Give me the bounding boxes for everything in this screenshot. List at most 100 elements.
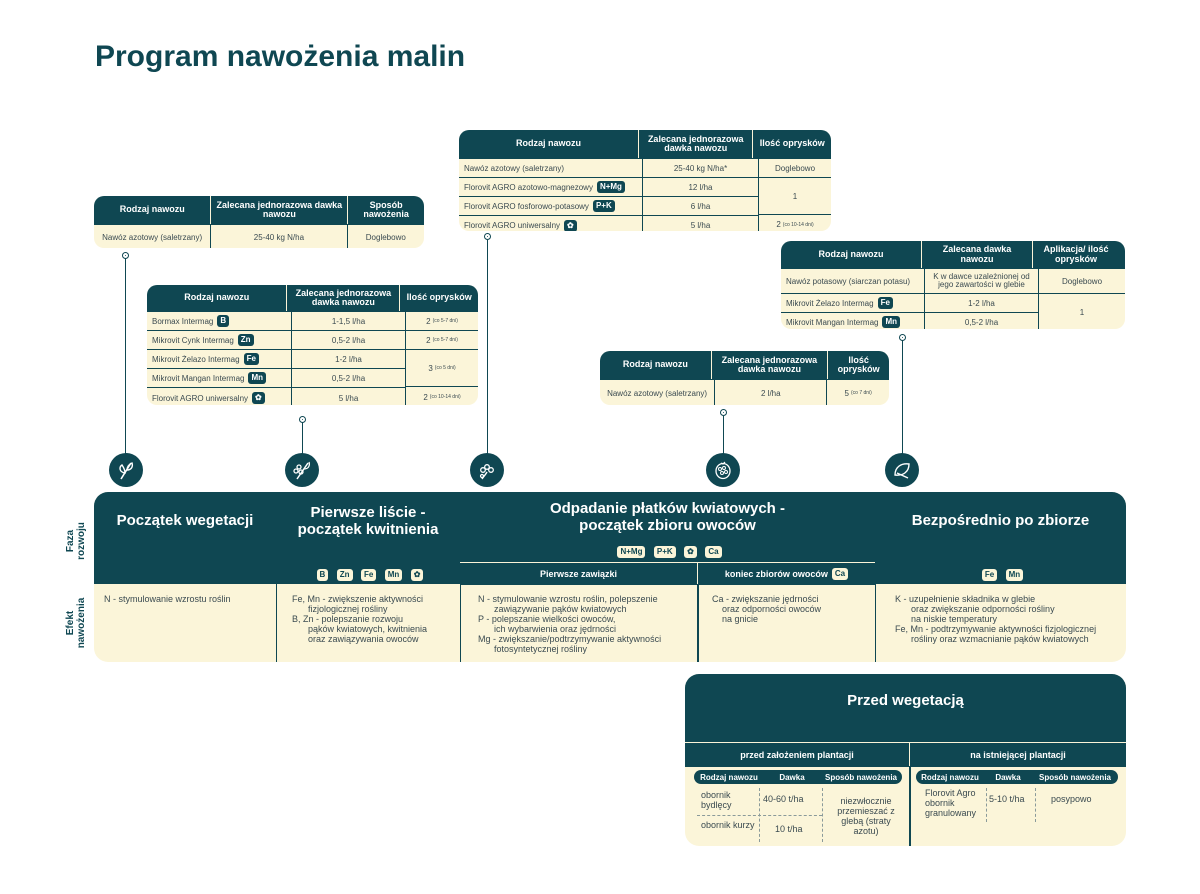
column-header: Ilość oprysków [759, 138, 825, 149]
fertilizer-dose: 5-10 t/ha [989, 794, 1025, 804]
element-badge: Mn [384, 569, 403, 581]
fertilizer-method: posypowo [1051, 794, 1092, 804]
fertilizer-table-first-leaves: Rodzaj nawozu Zalecana jednorazowa dawka… [147, 285, 478, 405]
column-header: Rodzaj nawozu [600, 351, 712, 379]
phase-post-harvest: Bezpośrednio po zbiorze Fe Mn K - uzupeł… [875, 492, 1126, 662]
column-header: Aplikacja/ ilość oprysków [1043, 244, 1109, 264]
column-header: Rodzaj nawozu [94, 196, 212, 224]
side-label-phase: Faza rozwoju [65, 522, 87, 560]
connector-line [723, 416, 724, 456]
element-badge: Fe [360, 569, 377, 581]
table-row: Florovit AGRO uniwersalny✿ [147, 387, 292, 405]
column-header: Sposób nawożenia [363, 199, 409, 219]
raspberry-icon [706, 453, 740, 487]
element-badge: Fe [981, 569, 998, 581]
table-row: Nawóz potasowy (siarczan potasu) [781, 268, 925, 293]
element-badge: N+Mg [617, 546, 646, 558]
flower-icon [470, 453, 504, 487]
element-badge: Zn [336, 569, 353, 581]
table-row: Nawóz azotowy (saletrzany) 2 l/ha 5(co 7… [600, 379, 889, 405]
phase-title: Początek wegetacji [116, 512, 254, 529]
sub-existing-plantation: na istniejącej plantacji [910, 742, 1126, 767]
phase-first-leaves: Pierwsze liście - początek kwitnienia B … [276, 492, 461, 662]
element-badge: Fe [243, 353, 259, 365]
page-title: Program nawożenia malin [95, 40, 466, 73]
table-row: Nawóz azotowy (saletrzany) [459, 158, 643, 177]
leaf-icon: ✿ [252, 392, 265, 404]
phase-title: Pierwsze liście - początek kwitnienia [297, 504, 439, 538]
element-badge: P+K [592, 200, 615, 212]
connector-dot [122, 252, 129, 259]
pre-left-header: Rodzaj nawozu Dawka Sposób nawożenia [694, 770, 902, 784]
phase-title: Bezpośrednio po zbiorze [911, 512, 1090, 529]
element-badge: P+K [653, 546, 676, 558]
connector-line [487, 240, 488, 456]
fertilizer-name: obornik bydlęcy [701, 790, 732, 810]
element-badge: Ca [705, 546, 722, 558]
column-header: Zalecana jednorazowa dawka nawozu [712, 351, 829, 379]
fertilizer-dose: 10 t/ha [775, 824, 803, 834]
harvest-leaf-icon [885, 453, 919, 487]
column-header: Ilość oprysków [837, 354, 880, 374]
connector-dot [484, 233, 491, 240]
sub-before-planting: przed założeniem plantacji [685, 742, 910, 767]
pre-right-header: Rodzaj nawozu Dawka Sposób nawożenia [916, 770, 1118, 784]
column-header: Ilość oprysków [406, 292, 472, 303]
column-header: Rodzaj nawozu [459, 130, 640, 158]
connector-dot [720, 409, 727, 416]
phase-effect-first-fruits: N - stymulowanie wzrostu roślin, polepsz… [478, 594, 662, 654]
connector-line [125, 256, 126, 456]
connector-dot [899, 334, 906, 341]
fertilizer-dose: 40-60 t/ha [763, 794, 804, 804]
element-badge: Mn [1005, 569, 1024, 581]
fertilizer-table-post-harvest: Rodzaj nawozu Zalecana dawka nawozu Apli… [781, 241, 1125, 329]
element-badge: Ca [831, 568, 849, 580]
side-label-effect: Efekt nawożenia [65, 597, 87, 649]
column-header: Zalecana jednorazowa dawka nawozu [639, 130, 754, 158]
column-header: Zalecana jednorazowa dawka nawozu [211, 196, 349, 224]
column-header: Rodzaj nawozu [147, 285, 288, 311]
leaf-icon: ✿ [564, 219, 577, 231]
pre-vegetation-block: Przed wegetacją przed założeniem plantac… [685, 674, 1126, 846]
sub-phase-first-fruits: Pierwsze zawiązki [460, 562, 698, 585]
leaf-flower-icon [285, 453, 319, 487]
fertilizer-table-first-fruits: Rodzaj nawozu Zalecana jednorazowa dawka… [600, 351, 889, 405]
connector-line [302, 420, 303, 456]
element-badge: B [316, 569, 329, 581]
fertilizer-name: obornik kurzy [701, 820, 755, 830]
phase-early-vegetation: Początek wegetacji N - stymulowanie wzro… [94, 492, 277, 662]
column-header: Zalecana dawka nawozu [922, 241, 1033, 268]
development-phases-band: Początek wegetacji N - stymulowanie wzro… [94, 492, 1126, 662]
column-header: Rodzaj nawozu [781, 241, 922, 268]
fertilizer-method: niezwłocznie przemieszać z glebą (straty… [837, 796, 895, 836]
table-row: Nawóz azotowy (saletrzany) 25-40 kg N/ha… [94, 224, 424, 248]
element-badge: Fe [877, 297, 893, 309]
element-badge: N+Mg [596, 181, 625, 193]
phase-effect: N - stymulowanie wzrostu roślin [104, 594, 231, 604]
connector-line [902, 340, 903, 456]
pre-vegetation-title: Przed wegetacją [685, 674, 1126, 742]
fertilizer-table-early-vegetation: Rodzaj nawozu Zalecana jednorazowa dawka… [94, 196, 424, 248]
leaf-icon: ✿ [684, 546, 697, 558]
phase-title: Odpadanie płatków kwiatowych - początek … [549, 500, 786, 534]
table-row: Florovit AGRO uniwersalny✿ [459, 215, 643, 231]
sprout-icon [109, 453, 143, 487]
element-badge: Mn [248, 372, 267, 384]
element-badge: Mn [882, 316, 901, 328]
fertilizer-name: Florovit Agro obornik granulowany [925, 788, 977, 818]
leaf-icon: ✿ [410, 569, 424, 581]
element-badge: Zn [237, 334, 254, 346]
phase-petal-fall: Odpadanie płatków kwiatowych - początek … [460, 492, 876, 662]
